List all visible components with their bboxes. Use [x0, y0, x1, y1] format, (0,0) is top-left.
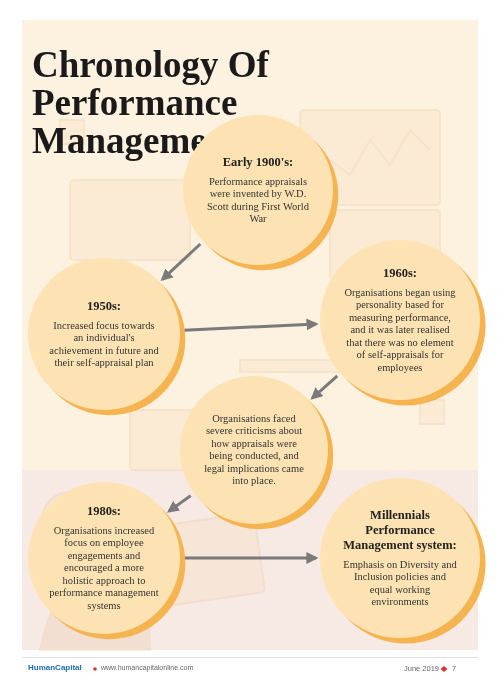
brand-logo: HumanCapital	[28, 663, 82, 672]
period-heading: Early 1900's:	[223, 155, 293, 170]
period-heading: 1980s:	[87, 504, 121, 519]
circle-content: Millennials Performance Management syste…	[342, 478, 457, 638]
circle-content: Organisations faced severe criticisms ab…	[201, 376, 308, 524]
timeline-circle: Organisations faced severe criticisms ab…	[180, 376, 328, 524]
timeline-arrow	[162, 244, 200, 279]
period-description: Organisations increased focus on employe…	[49, 525, 158, 613]
period-description: Emphasis on Diversity and Inclusion poli…	[342, 559, 457, 609]
timeline-arrow	[184, 557, 316, 560]
period-description: Organisations began using personality ba…	[342, 287, 457, 375]
period-heading: Millennials Performance Management syste…	[342, 508, 457, 553]
period-description: Increased focus towards an individual's …	[49, 320, 158, 370]
timeline-arrow	[312, 376, 337, 398]
footer-text: www.humancapitalonline.com	[101, 664, 193, 671]
timeline-circle: 1960s: Organisations began using personal…	[320, 240, 480, 400]
circle-shape	[320, 478, 480, 638]
footer-text: 7	[452, 664, 456, 673]
period-heading: 1960s:	[383, 266, 417, 281]
period-description: Organisations faced severe criticisms ab…	[201, 413, 308, 488]
period-description: Performance appraisals were invented by …	[204, 176, 312, 226]
timeline-circle: Early 1900's: Performance appraisals were…	[183, 115, 333, 265]
timeline-arrow	[184, 324, 316, 330]
timeline-circle: 1980s: Organisations increased focus on e…	[28, 482, 180, 634]
circle-content: Early 1900's: Performance appraisals were…	[204, 115, 312, 265]
timeline-arrow	[169, 496, 191, 512]
circle-content: 1960s: Organisations began using personal…	[342, 240, 457, 400]
circle-content: 1950s: Increased focus towards an individ…	[49, 258, 158, 410]
period-heading: 1950s:	[87, 299, 121, 314]
circle-content: 1980s: Organisations increased focus on e…	[49, 482, 158, 634]
timeline-circle: Millennials Performance Management syste…	[320, 478, 480, 638]
footer-text: June 2019	[404, 664, 439, 673]
timeline-circle: 1950s: Increased focus towards an individ…	[28, 258, 180, 410]
